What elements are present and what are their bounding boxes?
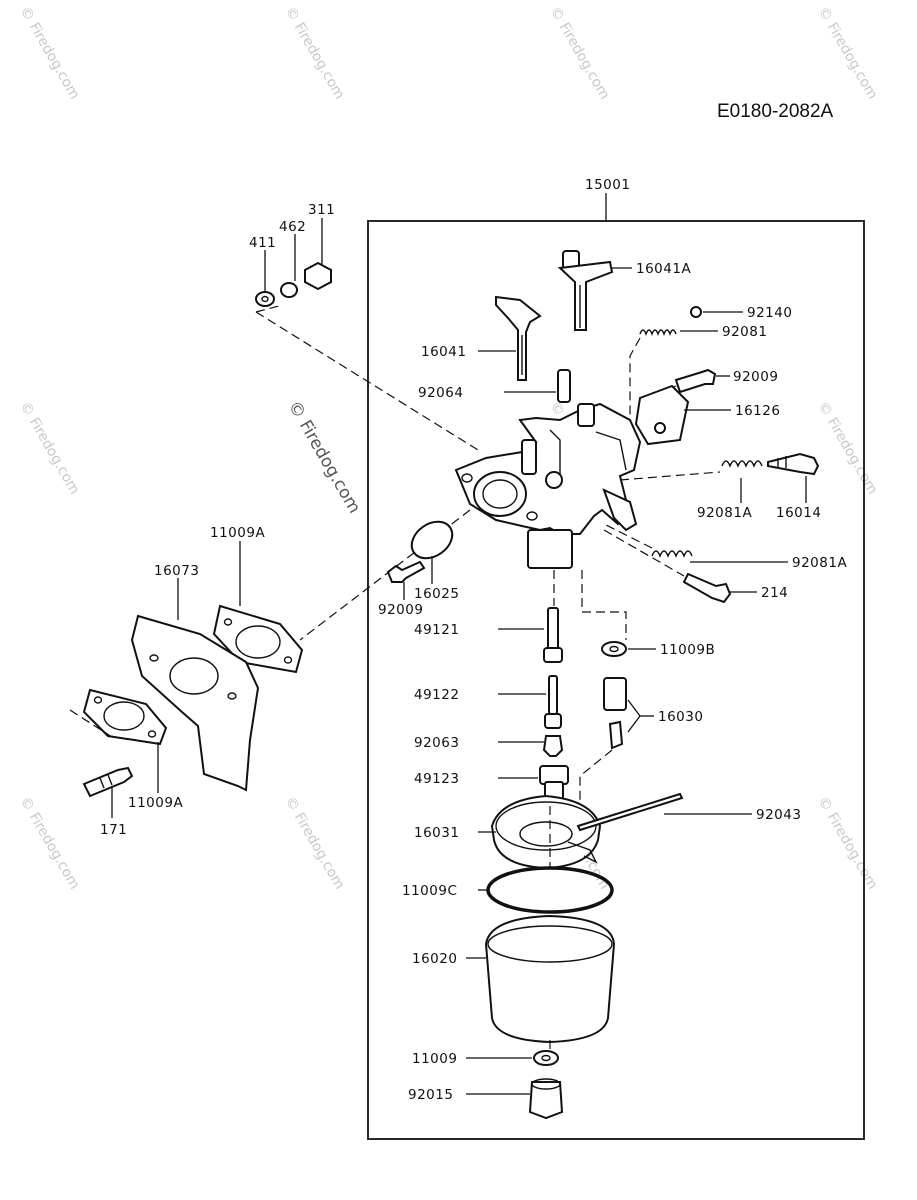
part-label: 92081 bbox=[722, 324, 767, 340]
part-label: 92081A bbox=[792, 555, 847, 571]
part-label: 92081A bbox=[697, 505, 752, 521]
part-label: 16031 bbox=[414, 825, 459, 841]
intake-parts: 11009A 16073 11009A 171 bbox=[69, 509, 471, 838]
washer-462 bbox=[280, 282, 298, 298]
part-label: 16014 bbox=[776, 505, 821, 521]
part-label: 16020 bbox=[412, 951, 457, 967]
part-label: 11009A bbox=[128, 795, 183, 811]
part-label: 16073 bbox=[154, 563, 199, 579]
part-label: 16041 bbox=[421, 344, 466, 360]
assembly-box bbox=[367, 220, 865, 1140]
part-label: 15001 bbox=[585, 177, 630, 193]
watermark: © Firedog.com bbox=[17, 399, 83, 497]
watermark: © Firedog.com bbox=[17, 4, 83, 102]
part-label: 92009 bbox=[378, 602, 423, 618]
diagram-code: E0180-2082A bbox=[717, 101, 834, 122]
watermark: © Firedog.com bbox=[282, 4, 348, 102]
carburetor-body: 92064 bbox=[418, 369, 721, 577]
watermark: © Firedog.com bbox=[815, 794, 881, 892]
watermark: © Firedog.com bbox=[17, 794, 83, 892]
part-label: 11009C bbox=[402, 883, 457, 899]
nut-92015 bbox=[528, 1081, 564, 1120]
washer-411 bbox=[255, 291, 275, 307]
part-label: 11009 bbox=[412, 1051, 457, 1067]
part-label: 11009A bbox=[210, 525, 265, 541]
watermarks: © Firedog.com © Firedog.com © Firedog.co… bbox=[17, 4, 881, 892]
watermark-center: © Firedog.com bbox=[284, 398, 365, 517]
part-label: 171 bbox=[100, 822, 127, 838]
part-label: 411 bbox=[249, 235, 276, 251]
cover-group: 16025 92009 bbox=[378, 520, 459, 618]
watermark: © Firedog.com bbox=[547, 4, 613, 102]
watermark: © Firedog.com bbox=[815, 4, 881, 102]
right-jet-parts: 11009B 16030 bbox=[579, 570, 715, 800]
part-label: 92009 bbox=[733, 369, 778, 385]
shafts: 16041A 16041 bbox=[421, 250, 691, 381]
fastener-group-top: 311 462 411 bbox=[249, 202, 479, 451]
part-label: 214 bbox=[761, 585, 788, 601]
watermark: © Firedog.com bbox=[282, 794, 348, 892]
gasket-11009A-lower bbox=[82, 688, 168, 746]
part-label: 311 bbox=[308, 202, 335, 218]
part-label: 92043 bbox=[756, 807, 801, 823]
nut-311 bbox=[304, 261, 332, 291]
part-label: 92015 bbox=[408, 1087, 453, 1103]
jet-stack: 49121 49122 92063 49123 bbox=[414, 570, 569, 803]
part-label: 49123 bbox=[414, 771, 459, 787]
bowl-group: 16031 92043 11009C 16020 11009 92015 bbox=[402, 792, 801, 1120]
part-label: 16126 bbox=[735, 403, 780, 419]
part-label: 462 bbox=[279, 219, 306, 235]
right-parts: 92140 92081 92009 16126 92081A 16014 920… bbox=[603, 305, 847, 604]
part-label: 92064 bbox=[418, 385, 463, 401]
part-label: 49122 bbox=[414, 687, 459, 703]
part-label: 92140 bbox=[747, 305, 792, 321]
float-bowl-16020 bbox=[484, 914, 616, 1044]
float-16031 bbox=[490, 794, 602, 870]
gasket-11009C bbox=[486, 866, 614, 914]
part-label: 16025 bbox=[414, 586, 459, 602]
part-label: 92063 bbox=[414, 735, 459, 751]
part-label: 16041A bbox=[636, 261, 691, 277]
watermark: © Firedog.com bbox=[815, 399, 881, 497]
stud-171 bbox=[82, 766, 134, 798]
part-label: 16030 bbox=[658, 709, 703, 725]
insulator-16073 bbox=[130, 614, 260, 792]
part-label: 49121 bbox=[414, 622, 459, 638]
part-label: 11009B bbox=[660, 642, 715, 658]
